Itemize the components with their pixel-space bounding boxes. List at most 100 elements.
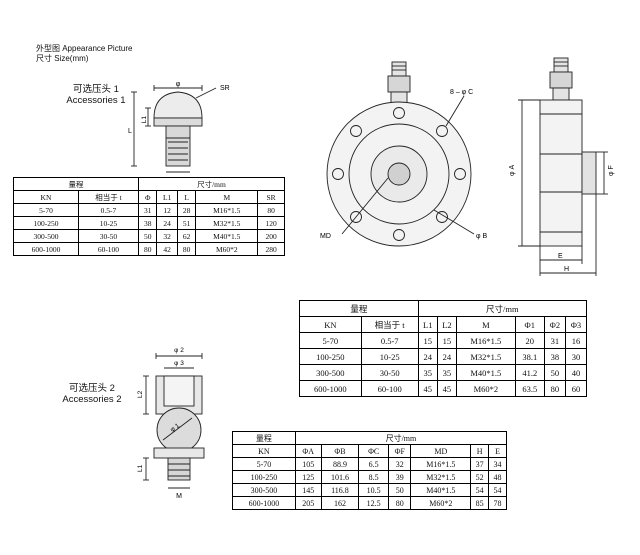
label-sr: SR (220, 85, 230, 92)
load-cell-front-view: 8 – φ C MD φ B (320, 61, 487, 247)
table-load-cell: 量程 尺寸/mm KN ΦA ΦB ΦC ΦF MD H E 5-70 105 … (232, 431, 508, 510)
t1-cell: 50 (137, 229, 158, 243)
t1-cell: 32 (156, 229, 178, 243)
t3-cell: 205 (294, 496, 322, 510)
table-row: 100-250 10-25 38 24 51 M32*1.5 120 (13, 216, 285, 230)
t3-cell: M16*1.5 (410, 457, 472, 471)
t3-cell: 32 (388, 457, 412, 471)
t1-cell: 30-50 (77, 229, 139, 243)
label-l: L (128, 128, 132, 135)
label-phia: φ A (509, 165, 516, 176)
label-phi3: φ 3 (174, 360, 184, 367)
t2-cell: 100-250 (299, 348, 362, 365)
t1-cell: 80 (176, 242, 197, 256)
t3-cell: 100-250 (232, 470, 296, 484)
t1-cell: 12 (156, 203, 178, 217)
t1-group-size: 尺寸/mm (137, 177, 286, 191)
table-row: 5-70 0.5-7 31 12 28 M16*1.5 80 (13, 203, 285, 217)
t3-header: MD (410, 444, 472, 458)
size-title: 尺寸 Size(mm) (36, 54, 89, 63)
t3-cell: 162 (320, 496, 360, 510)
label-h: H (564, 266, 569, 273)
table-accessory-2: 量程 尺寸/mm KN 相当于 t L1 L2 M Φ1 Φ2 Φ3 5-70 … (299, 300, 588, 397)
t1-header: L (176, 190, 197, 204)
t2-group-range: 量程 (299, 300, 419, 317)
t2-cell: 60-100 (360, 380, 419, 397)
t2-cell: 5-70 (299, 332, 362, 349)
label-l2: L2 (137, 390, 144, 398)
t1-cell: 280 (257, 242, 285, 256)
page-header: 外型图 Appearance Picture 尺寸 Size(mm) (36, 44, 133, 64)
t1-cell: 0.5-7 (77, 203, 139, 217)
t3-cell: 52 (470, 470, 490, 484)
t1-cell: 38 (137, 216, 158, 230)
t2-cell: 40 (564, 364, 588, 381)
t3-header: ΦB (320, 444, 360, 458)
t3-header: ΦA (294, 444, 322, 458)
accessory-1-label: 可选压头 1 Accessories 1 (56, 84, 136, 106)
t2-group-size: 尺寸/mm (417, 300, 588, 317)
label-phi2: φ 2 (174, 347, 184, 354)
accessory-2-en: Accessories 2 (62, 394, 122, 405)
t3-cell: 101.6 (320, 470, 360, 484)
t3-group-size: 尺寸/mm (294, 431, 508, 445)
t3-group-range: 量程 (232, 431, 296, 445)
t1-cell: 80 (137, 242, 158, 256)
t3-cell: 54 (488, 483, 507, 497)
label-l1-acc2: L1 (137, 464, 144, 472)
t1-header: 相当于 t (77, 190, 139, 204)
t3-cell: M60*2 (410, 496, 472, 510)
t1-cell: M60*2 (195, 242, 259, 256)
table-row: 100-250 125 101.6 8.5 39 M32*1.5 52 48 (232, 470, 507, 484)
t2-cell: 38.1 (514, 348, 545, 365)
t1-cell: 31 (137, 203, 158, 217)
t2-cell: 24 (417, 348, 438, 365)
label-phi1: φ 1 (169, 422, 181, 433)
t3-cell: 116.8 (320, 483, 360, 497)
t2-cell: 60 (564, 380, 588, 397)
t3-cell: 78 (488, 496, 507, 510)
t3-header: E (488, 444, 507, 458)
t1-header: Φ (137, 190, 158, 204)
t3-cell: M32*1.5 (410, 470, 472, 484)
accessory-1-cn: 可选压头 1 (73, 84, 119, 95)
accessory-2-cn: 可选压头 2 (69, 383, 115, 394)
t1-cell: 28 (176, 203, 197, 217)
t1-header: L1 (156, 190, 178, 204)
label-phif: φ F (608, 165, 615, 176)
load-cell-side-view: φ A φ F E H (509, 57, 615, 276)
t3-cell: 10.5 (358, 483, 390, 497)
t1-group-range: 量程 (13, 177, 139, 191)
t1-cell: 120 (257, 216, 285, 230)
t3-header: H (470, 444, 490, 458)
t2-cell: 15 (417, 332, 438, 349)
t3-cell: 88.9 (320, 457, 360, 471)
t1-cell: M32*1.5 (195, 216, 259, 230)
t2-cell: 16 (564, 332, 588, 349)
t2-cell: 45 (436, 380, 458, 397)
t2-cell: 20 (514, 332, 545, 349)
t1-cell: M40*1.5 (195, 229, 259, 243)
table-row: 300-500 30-50 50 32 62 M40*1.5 200 (13, 229, 285, 243)
t1-cell: 80 (257, 203, 285, 217)
t1-cell: 10-25 (77, 216, 139, 230)
t1-header: KN (13, 190, 79, 204)
t3-header: ΦC (358, 444, 390, 458)
table-row: 600-1000 60-100 80 42 80 M60*2 280 (13, 242, 285, 256)
t1-cell: 60-100 (77, 242, 139, 256)
label-phib: φ B (476, 233, 487, 240)
accessory-2-label: 可选压头 2 Accessories 2 (52, 383, 132, 405)
accessory-1-en: Accessories 1 (66, 95, 126, 106)
t3-cell: 145 (294, 483, 322, 497)
t2-cell: 35 (417, 364, 438, 381)
table-row: 5-70 0.5-7 15 15 M16*1.5 20 31 16 (299, 332, 588, 349)
t3-cell: 50 (388, 483, 412, 497)
t3-cell: 125 (294, 470, 322, 484)
t2-header: Φ3 (564, 316, 588, 333)
t3-cell: 54 (470, 483, 490, 497)
t2-cell: 50 (543, 364, 566, 381)
t2-cell: 41.2 (514, 364, 545, 381)
t3-cell: 300-500 (232, 483, 296, 497)
t2-cell: 80 (543, 380, 566, 397)
table-row: 100-250 10-25 24 24 M32*1.5 38.1 38 30 (299, 348, 588, 365)
